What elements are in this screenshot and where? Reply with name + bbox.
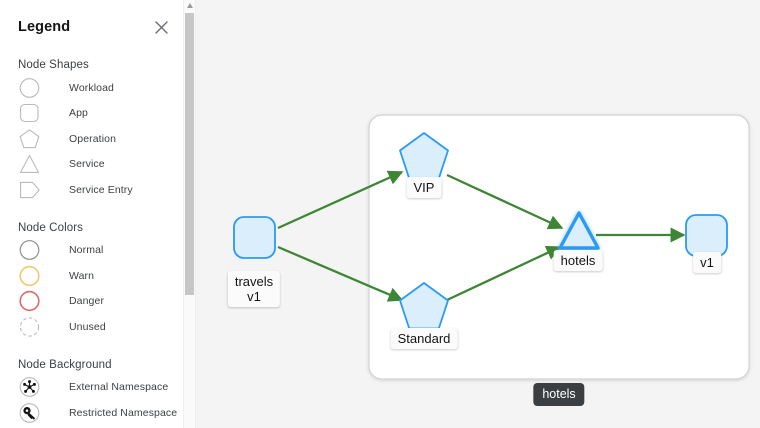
legend-panel: Legend Node Shapes Workload A [0,0,196,428]
legend-item-external-namespace: External Namespace [0,375,186,401]
node-hotels [558,211,600,250]
circle-danger-icon [18,290,54,312]
legend-item-danger: Danger [0,289,186,315]
legend-item-warn: Warn [0,263,186,289]
node-label-travels-v1: travels v1 [227,271,281,307]
circle-outline-icon [18,77,54,99]
legend-item-label: Service [69,158,105,171]
node-label-hotels: hotels [553,250,603,271]
circle-dashed-icon [18,316,54,338]
home-plate-outline-icon [18,179,54,201]
legend-item-label: Normal [69,244,104,257]
legend-item-label: Workload [69,81,114,94]
legend-section-title-node-background: Node Background [18,358,112,371]
legend-item-label: External Namespace [69,381,169,394]
legend-item-label: Service Entry [69,183,133,196]
graph-svg [233,114,750,380]
rounded-square-outline-icon [18,102,54,124]
close-icon[interactable] [152,18,170,36]
legend-item-label: Restricted Namespace [69,406,178,419]
legend-scrollbar[interactable] [183,0,195,428]
legend-content: Legend Node Shapes Workload A [0,0,186,428]
legend-section-title-node-shapes: Node Shapes [18,59,89,71]
node-travels-v1 [233,216,276,259]
legend-item-label: Danger [69,295,105,308]
legend-item-label: Warn [69,269,95,282]
edge-travels-v1-to-standard [277,245,404,302]
legend-item-app: App [0,101,186,127]
legend-item-service: Service [0,152,186,178]
node-label-standard: Standard [390,328,458,349]
node-tooltip: hotels [533,383,585,406]
legend-item-normal: Normal [0,238,186,264]
graph-nodes [233,132,728,330]
legend-section-title-node-colors: Node Colors [18,221,84,234]
key-icon [18,402,54,424]
legend-item-workload: Workload [0,75,186,101]
node-label-v1: v1 [693,252,721,273]
legend-item-label: Operation [69,132,117,145]
graph-canvas[interactable]: travels v1 VIP Standard hotels v1 hotels [197,0,760,428]
edge-travels-v1-to-vip [277,170,404,230]
circle-warn-icon [18,265,54,287]
legend-item-unused: Unused [0,314,186,340]
legend-item-service-entry: Service Entry [0,177,186,203]
legend-scrollbar-thumb[interactable] [185,13,194,295]
node-label-vip: VIP [406,177,442,198]
triangle-outline-icon [18,153,54,175]
scroll-up-arrow-icon[interactable] [187,3,193,8]
legend-item-operation: Operation [0,126,186,152]
edge-vip-to-hotels [446,173,564,230]
network-nodes-icon [18,376,54,398]
edge-standard-to-hotels [446,245,562,302]
legend-item-restricted-namespace: Restricted Namespace [0,400,186,426]
graph-edges [277,170,686,302]
node-v1 [685,214,728,257]
legend-item-label: App [69,107,88,120]
page-title: Legend [18,19,71,35]
circle-normal-icon [18,239,54,261]
legend-item-label: Unused [69,320,106,333]
pentagon-outline-icon [18,128,54,150]
legend-header: Legend [0,14,186,40]
